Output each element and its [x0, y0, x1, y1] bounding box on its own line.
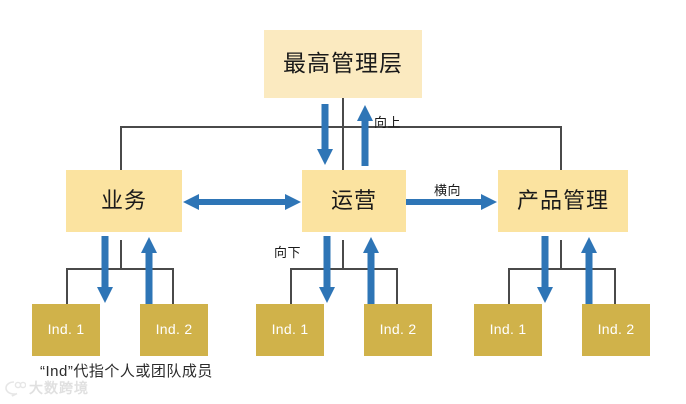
connector-group3-bracket [508, 268, 616, 270]
connector-group1-leg-left [66, 268, 68, 304]
box-top-management[interactable]: 最高管理层 [264, 30, 422, 98]
box-ind-g2-1-label: Ind. 1 [271, 321, 309, 338]
connector-drop-business [120, 126, 122, 170]
connector-drop-product [560, 126, 562, 170]
label-lateral: 横向 [434, 183, 462, 198]
connector-main-bus [120, 126, 562, 128]
box-operations[interactable]: 运营 [302, 170, 406, 232]
box-business-label: 业务 [100, 187, 147, 213]
connector-group2-leg-right [396, 268, 398, 304]
box-business[interactable]: 业务 [66, 170, 182, 232]
box-ind-g2-1[interactable]: Ind. 1 [256, 304, 324, 356]
watermark-logo-icon [5, 381, 26, 397]
box-ind-g2-2-label: Ind. 2 [379, 321, 417, 338]
box-product-management[interactable]: 产品管理 [498, 170, 628, 232]
arrow-down-group2 [318, 236, 336, 304]
box-ind-g1-2[interactable]: Ind. 2 [140, 304, 208, 356]
box-ind-g1-1[interactable]: Ind. 1 [32, 304, 100, 356]
box-ind-g3-1[interactable]: Ind. 1 [474, 304, 542, 356]
box-product-management-label: 产品管理 [516, 187, 609, 213]
arrow-up-top [356, 104, 374, 166]
box-operations-label: 运营 [330, 187, 377, 213]
connector-group1-stem [120, 240, 122, 268]
box-ind-g2-2[interactable]: Ind. 2 [364, 304, 432, 356]
connector-group2-leg-left [290, 268, 292, 304]
arrow-down-group3 [536, 236, 554, 304]
arrow-lateral-business-operations [182, 192, 302, 212]
connector-group3-stem [560, 240, 562, 268]
footnote-ind-definition: “Ind”代指个人或团队成员 [40, 363, 213, 380]
connector-group2-stem [342, 240, 344, 268]
box-top-management-label: 最高管理层 [283, 50, 403, 77]
label-downward: 向下 [274, 245, 302, 260]
arrow-up-group3 [580, 236, 598, 304]
connector-group1-leg-right [172, 268, 174, 304]
watermark-text: 大数跨境 [29, 380, 89, 396]
connector-group3-leg-left [508, 268, 510, 304]
box-ind-g3-2-label: Ind. 2 [597, 321, 635, 338]
arrow-up-group1 [140, 236, 158, 304]
connector-top-stem [342, 97, 344, 126]
arrow-up-group2 [362, 236, 380, 304]
box-ind-g1-2-label: Ind. 2 [155, 321, 193, 338]
box-ind-g3-1-label: Ind. 1 [489, 321, 527, 338]
arrow-down-top [316, 104, 334, 166]
watermark: 大数跨境 [4, 378, 89, 398]
arrow-lateral-operations-product [406, 192, 498, 212]
box-ind-g1-1-label: Ind. 1 [47, 321, 85, 338]
arrow-down-group1 [96, 236, 114, 304]
connector-group1-bracket [66, 268, 174, 270]
connector-drop-operations [342, 126, 344, 170]
connector-group2-bracket [290, 268, 398, 270]
box-ind-g3-2[interactable]: Ind. 2 [582, 304, 650, 356]
label-upward: 向上 [374, 115, 402, 130]
connector-group3-leg-right [614, 268, 616, 304]
